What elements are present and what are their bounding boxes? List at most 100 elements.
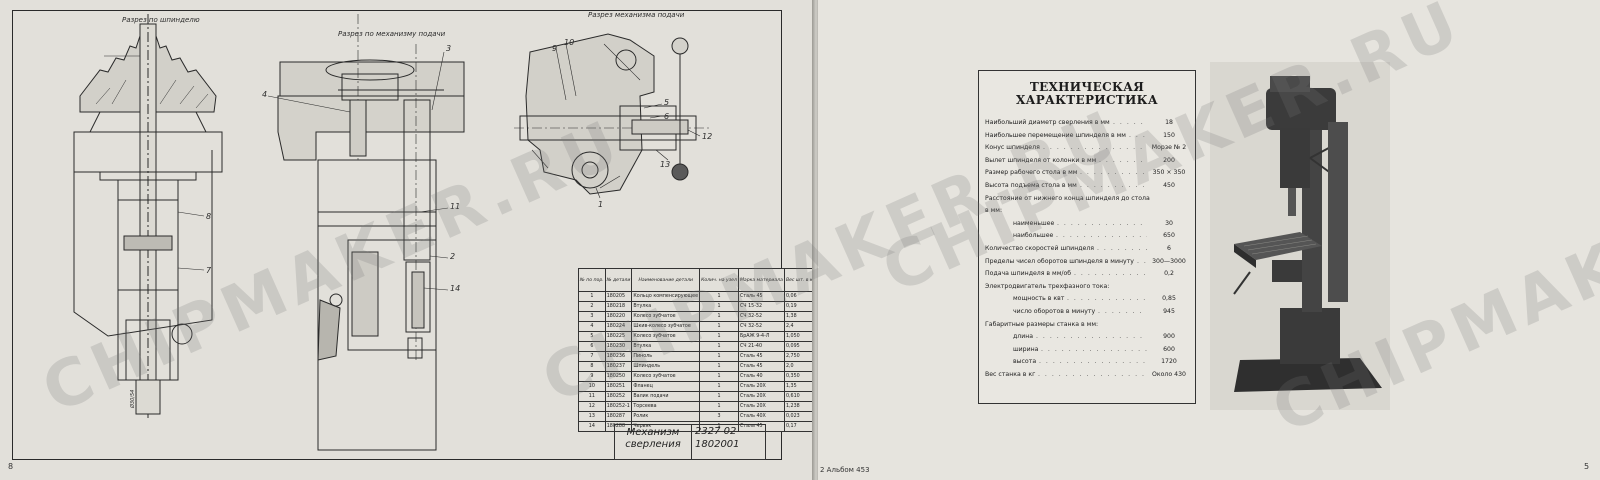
- dot-leader: . . . . . . . . .: [1113, 119, 1147, 126]
- table-cell: 1: [699, 361, 739, 372]
- dot-leader: . . . . . . . . . . . . . . . . . . . . …: [1038, 370, 1147, 378]
- dot-leader: . . . . . . . . . . . . . . . . . . . . …: [1036, 333, 1147, 341]
- tech-spec-box: ТЕХНИЧЕСКАЯ ХАРАКТЕРИСТИКА Наибольший ди…: [978, 70, 1196, 404]
- spec-row: Электродвигатель трехфазного тока:: [985, 281, 1189, 294]
- spec-value: 945: [1163, 307, 1175, 315]
- table-cell: 13: [578, 411, 606, 422]
- table-cell: СЧ 21-40: [737, 341, 785, 352]
- table-cell: 1,238: [783, 401, 814, 412]
- callout-7: 7: [206, 266, 212, 275]
- spec-value: 0,2: [1164, 270, 1174, 278]
- title-block-name: Механизм сверления: [625, 427, 681, 450]
- dot-leader: . . . . . . . . . . . . . . . . . . . . …: [1041, 345, 1147, 353]
- table-cell: 0,023: [783, 411, 814, 422]
- left-page: Разрез по шпинделю Разрез по механизму п…: [0, 0, 814, 480]
- dot-leader: . . . . . . . . . . . . . . . . . . .: [1074, 270, 1147, 278]
- dot-leader: . . . . . . . . . . . . .: [1098, 307, 1147, 315]
- spec-value: 300—3000: [1152, 257, 1186, 265]
- dot-leader: . . . . . . . . . . . . . . . . .: [1080, 181, 1147, 189]
- dot-leader: . . . . . . . . . . . . . . . . .: [1080, 169, 1147, 177]
- table-cell: 3: [699, 411, 739, 422]
- table-cell: 0,095: [783, 341, 814, 352]
- table-cell: 180205: [604, 291, 633, 302]
- spec-label: ширина: [1013, 345, 1039, 353]
- spec-title-line2: ХАРАКТЕРИСТИКА: [1016, 93, 1158, 107]
- parts-table: № по пор. № детали Наименование детали К…: [578, 268, 814, 432]
- table-cell: 2,4: [783, 321, 814, 332]
- spec-value: 18: [1165, 119, 1173, 126]
- spec-label: в мм:: [985, 207, 1003, 215]
- callout-3: 3: [446, 44, 452, 53]
- title-block-divider: [691, 425, 692, 459]
- caption-feed-section: Разрез по механизму подачи: [338, 30, 446, 38]
- callout-5: 5: [664, 98, 670, 107]
- spec-label: наименьшее: [1013, 219, 1055, 227]
- drill-press-image: [1210, 62, 1390, 410]
- dot-leader: . . . . . . . . . . . .: [1099, 156, 1147, 164]
- spec-value: 450: [1163, 181, 1175, 189]
- spec-rows: Наибольший диаметр сверления в мм 18 . . .…: [985, 117, 1189, 381]
- table-cell: 0,17: [783, 421, 814, 432]
- dot-leader: . . . . . . . . . . . . .: [1097, 244, 1147, 252]
- spec-row: число оборотов в минуту 945 . . . . . . . …: [985, 306, 1189, 319]
- caption-feed-mech-section: Разрез механизма подачи: [588, 11, 685, 19]
- caption-spindle-section: Разрез по шпинделю: [122, 16, 200, 24]
- table-cell: Сталь 20Х: [737, 391, 785, 402]
- spec-row: Пределы чисел оборотов шпинделя в минуту…: [985, 256, 1189, 269]
- title-block-code-bottom: 1802001: [695, 439, 740, 450]
- spec-label: число оборотов в минуту: [1013, 307, 1096, 315]
- callout-14: 14: [450, 284, 461, 293]
- page-number-left: 8: [8, 462, 14, 471]
- spec-label: Конус шпинделя: [985, 144, 1040, 152]
- table-cell: 2,750: [783, 351, 814, 362]
- spec-label: Наибольший диаметр сверления в мм: [985, 119, 1110, 126]
- table-cell: Валик подачи: [631, 391, 701, 402]
- col-header: № детали: [604, 268, 633, 292]
- spec-value: 150: [1163, 131, 1175, 139]
- table-cell: 180287: [604, 411, 633, 422]
- spec-label: Наибольшее перемещение шпинделя в мм: [985, 131, 1126, 139]
- spec-value: Морзе № 2: [1151, 144, 1187, 152]
- spec-label: Количество скоростей шпинделя: [985, 244, 1094, 252]
- table-cell: Сталь 40: [737, 371, 785, 382]
- callout-10: 10: [564, 38, 575, 47]
- table-cell: 1,35: [783, 381, 814, 392]
- spec-label: мощность в квт: [1013, 295, 1065, 303]
- col-header: Наименование детали: [631, 268, 701, 292]
- parts-table-header: № по пор. № детали Наименование детали К…: [578, 268, 814, 292]
- spec-value: 30: [1165, 219, 1173, 227]
- spec-value: 6: [1167, 244, 1171, 252]
- spec-row: Наибольший диаметр сверления в мм 18 . . .…: [985, 117, 1189, 130]
- dot-leader: . . . . . . . . . . . . . . . . . . . . …: [1057, 219, 1147, 227]
- callout-2: 2: [450, 252, 456, 261]
- table-cell: 1: [699, 401, 739, 412]
- dot-leader: . . . . . . . . . . . . . . . . . . . . …: [1056, 232, 1147, 240]
- table-cell: 180252-1: [604, 401, 633, 412]
- spec-label: высота: [1013, 358, 1037, 366]
- spec-value: 900: [1163, 333, 1175, 341]
- machine-photo: [1210, 62, 1390, 410]
- spec-value: 350 × 350: [1152, 169, 1186, 177]
- spec-value: 200: [1163, 156, 1175, 164]
- table-cell: Сталь 45: [737, 361, 785, 372]
- spec-label: Размер рабочего стола в мм: [985, 169, 1078, 177]
- table-cell: 0,350: [783, 371, 814, 382]
- spec-row: наименьшее 30 . . . . . . . . . . . . . . …: [985, 218, 1189, 231]
- drawing-frame: [12, 10, 782, 460]
- table-cell: Сталь 40Х: [737, 411, 785, 422]
- title-block: Механизм сверления 2327 02 1802001: [614, 424, 766, 460]
- spec-row: Количество скоростей шпинделя 6 . . . . . …: [985, 243, 1189, 256]
- table-cell: 0,610: [783, 391, 814, 402]
- spec-row: Габаритные размеры станка в мм:: [985, 319, 1189, 332]
- title-block-code: 2327 02 1802001: [695, 425, 740, 451]
